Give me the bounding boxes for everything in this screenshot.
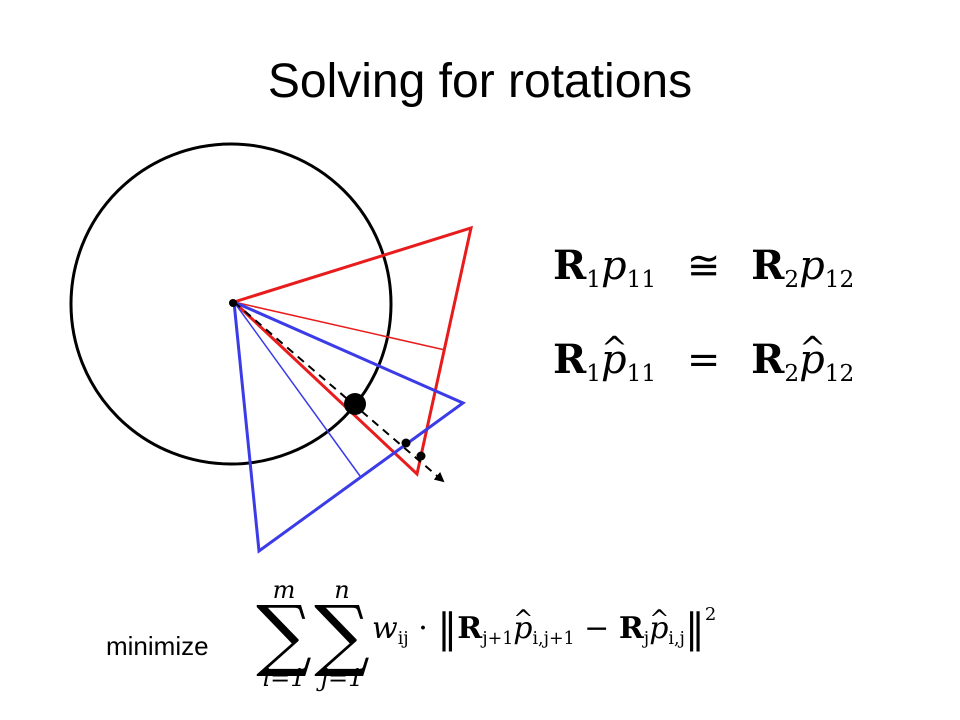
blue-camera-frustum: [232, 299, 466, 554]
hat-point: ^p: [649, 605, 669, 646]
matrix-r: R: [751, 242, 785, 289]
dashed-direction-ray: [233, 301, 445, 483]
sphere-intersection-point: [344, 393, 366, 415]
hat-point: ^p: [513, 605, 533, 646]
blue-camera-ray: [233, 301, 361, 477]
hat-symbol: ^: [601, 329, 628, 367]
matrix-r: R: [553, 336, 587, 383]
matrix-subscript: j+1: [482, 629, 514, 650]
outer-summation: m ∑ i=1: [256, 578, 312, 690]
matrix-subscript: j: [643, 629, 650, 650]
projected-point-1: [401, 438, 411, 448]
hat-point: ^p: [799, 329, 826, 383]
matrix-r: R: [751, 336, 785, 383]
point-subscript: i,j+1: [532, 629, 575, 650]
outer-sum-upper-limit: m: [272, 576, 296, 604]
matrix-subscript: 1: [586, 360, 602, 388]
outer-sum-symbol: ∑: [256, 590, 312, 680]
outer-sum-lower-limit: i=1: [262, 664, 306, 692]
hat-symbol: ^: [799, 329, 826, 367]
norm-open-bars: ‖: [437, 606, 458, 652]
point-p: p: [513, 611, 533, 646]
equation-equal: R1^p11 = R2^p12: [553, 329, 855, 388]
norm-close-bars: ‖: [684, 606, 705, 652]
weight-w: w: [372, 611, 398, 646]
objective-expression: wij · ‖Rj+1^pi,j+1 − Rj^pi,j‖2: [372, 604, 716, 652]
point-p: p: [601, 337, 627, 383]
matrix-subscript: 2: [784, 360, 800, 388]
equals-symbol: =: [686, 337, 721, 383]
point-p: p: [799, 243, 825, 289]
matrix-subscript: 1: [586, 266, 602, 294]
hat-point: ^p: [601, 329, 628, 383]
minimize-label: minimize: [106, 631, 209, 661]
point-subscript: 11: [626, 266, 657, 294]
unit-sphere-circle: [69, 142, 393, 466]
point-subscript: 12: [824, 360, 855, 388]
equation-congruent: R1p11 ≅ R2p12: [553, 242, 854, 293]
red-camera-frustum: [231, 225, 474, 477]
weight-subscript: ij: [397, 629, 409, 650]
inner-sum-upper-limit: n: [334, 576, 350, 604]
projected-point-2: [416, 451, 426, 461]
matrix-r: R: [618, 611, 644, 646]
minus-operator: −: [584, 611, 610, 646]
dot-operator: ·: [418, 611, 428, 646]
point-p: p: [799, 337, 825, 383]
hat-symbol: ^: [649, 605, 670, 633]
matrix-r: R: [553, 242, 587, 289]
hat-symbol: ^: [513, 605, 534, 633]
matrix-subscript: 2: [784, 266, 800, 294]
point-p: p: [601, 243, 627, 289]
point-subscript: 11: [626, 360, 657, 388]
slide-title: Solving for rotations: [267, 55, 693, 108]
power-exponent: 2: [704, 604, 717, 625]
inner-sum-lower-limit: j=1: [320, 664, 364, 692]
red-camera-ray: [233, 301, 446, 351]
inner-summation: n ∑ j=1: [314, 578, 370, 690]
congruent-symbol: ≅: [686, 243, 721, 289]
point-subscript: i,j: [668, 629, 685, 650]
point-subscript: 12: [824, 266, 855, 294]
matrix-r: R: [457, 611, 483, 646]
center-point: [229, 299, 237, 307]
point-p: p: [649, 611, 669, 646]
inner-sum-symbol: ∑: [314, 590, 370, 680]
